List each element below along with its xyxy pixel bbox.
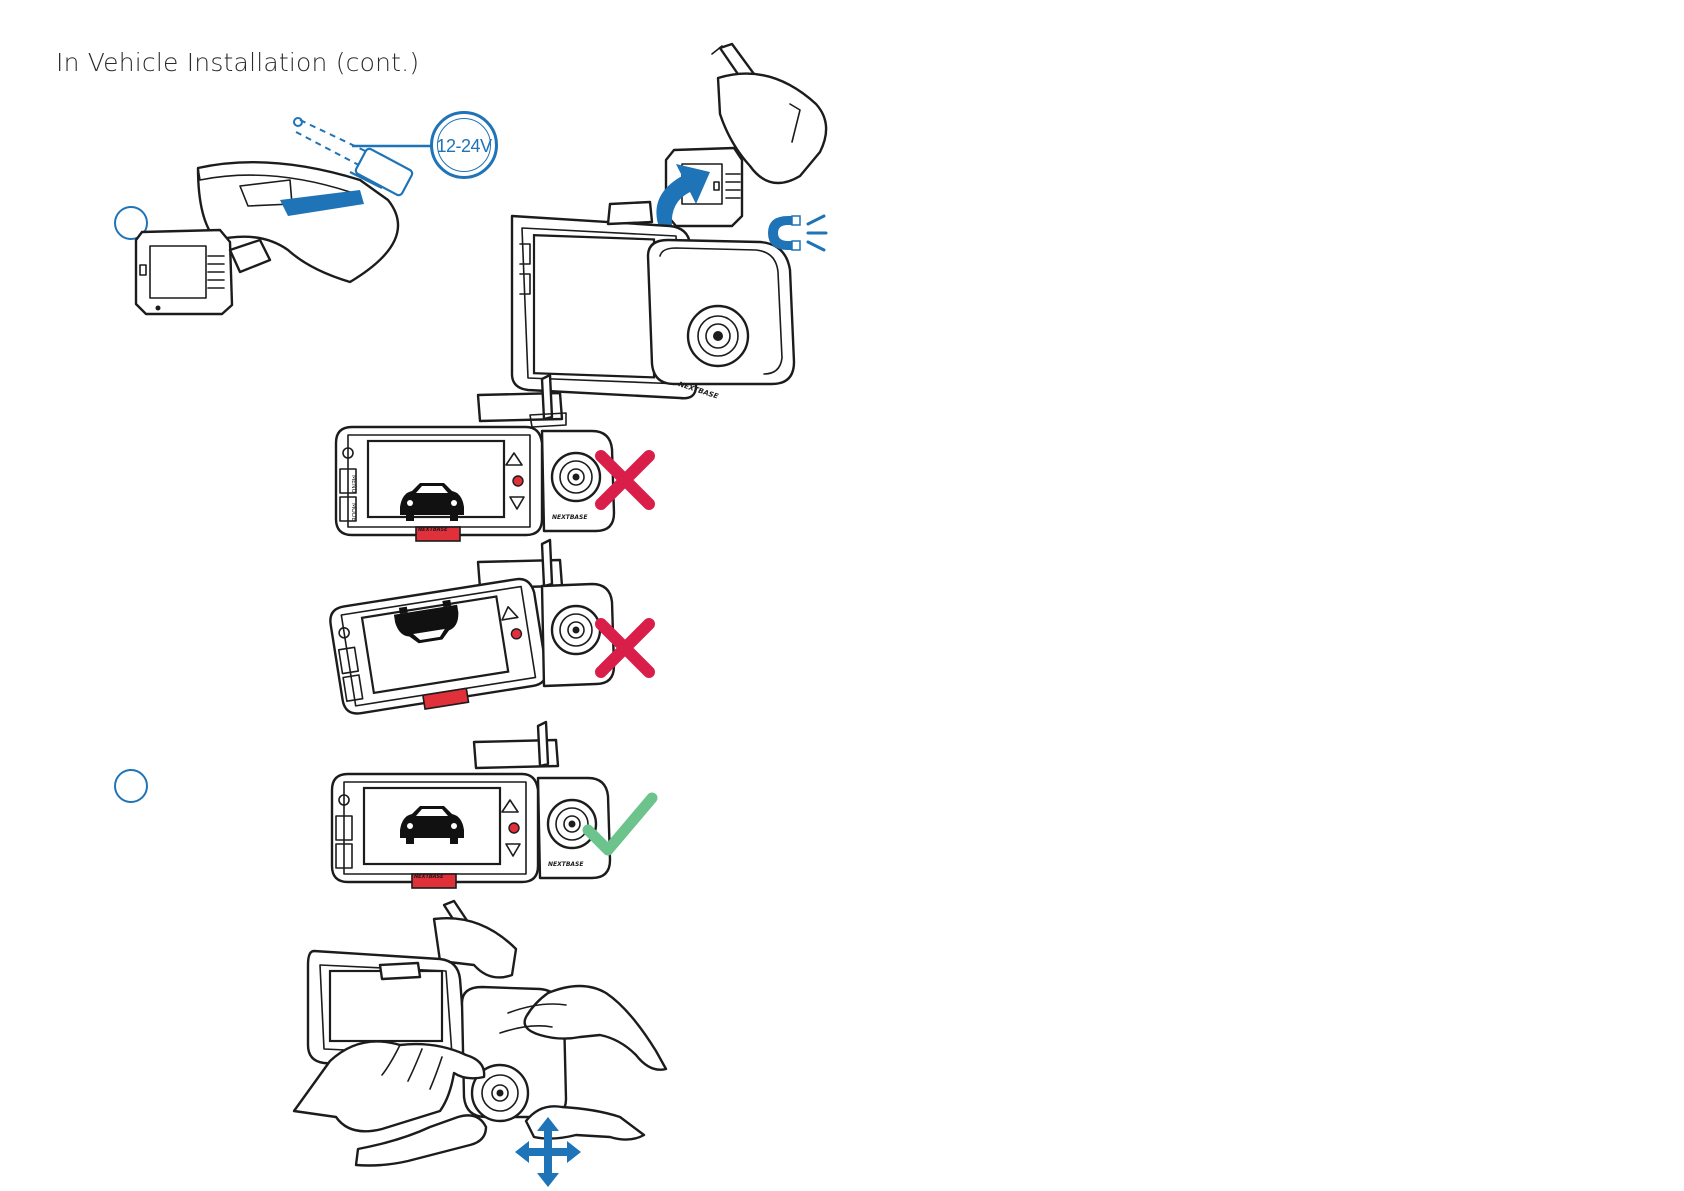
step-marker-2	[114, 769, 148, 803]
cross-icon	[595, 618, 655, 678]
four-way-arrow-icon	[515, 1117, 581, 1187]
svg-text:NEXTBASE: NEXTBASE	[548, 861, 584, 868]
page-title: In Vehicle Installation (cont.)	[56, 48, 419, 77]
svg-text:MENU: MENU	[350, 475, 357, 493]
voltage-badge: 12-24V	[430, 111, 498, 179]
cross-icon	[595, 450, 655, 510]
svg-text:NEXTBASE: NEXTBASE	[552, 514, 588, 521]
check-icon	[580, 790, 660, 860]
figure-adjust-lens	[290, 905, 700, 1165]
voltage-label: 12-24V	[433, 136, 495, 157]
svg-text:NEXTBASE: NEXTBASE	[418, 527, 448, 533]
svg-text:MODE: MODE	[350, 503, 357, 522]
magnet-icon	[762, 210, 832, 256]
svg-text:NEXTBASE: NEXTBASE	[414, 874, 444, 880]
